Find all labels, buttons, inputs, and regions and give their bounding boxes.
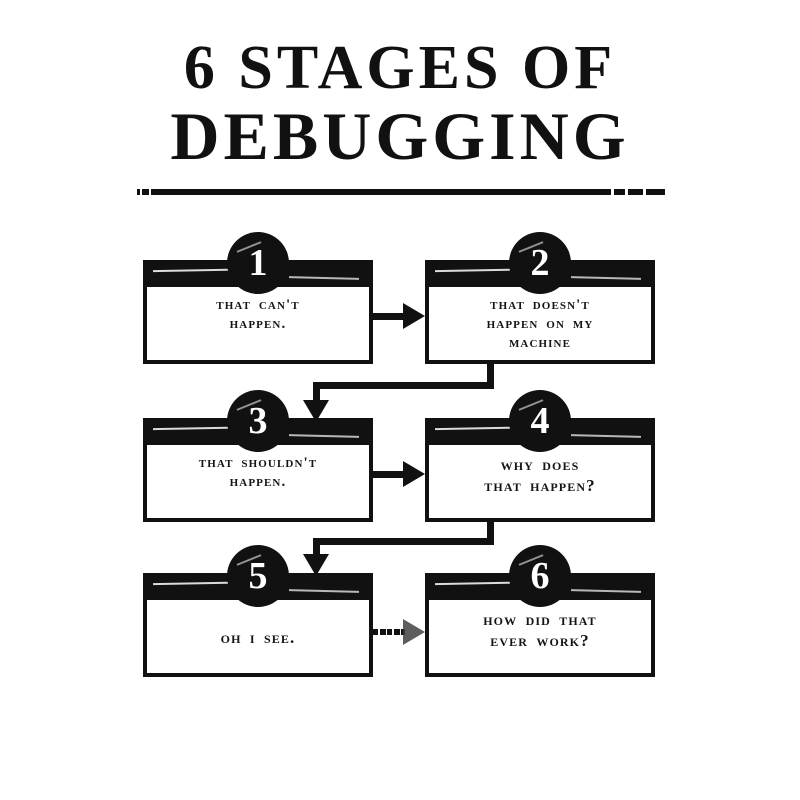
stage-node-6: 6 How did that ever work? [425, 545, 655, 677]
stage-node-5: 5 Oh I see. [143, 545, 373, 677]
stage-body-2: That doesn't happen on my machine [429, 290, 651, 360]
stage-number-5: 5 [248, 554, 268, 597]
stage-body-6: How did that ever work? [429, 603, 651, 673]
stage-caption-line: ever work? [490, 631, 590, 651]
stage-caption-line: How did that [483, 610, 597, 629]
stage-badge-1: 1 [227, 232, 289, 294]
stage-badge-2: 2 [509, 232, 571, 294]
arrowhead-down-icon [303, 400, 329, 422]
stage-caption-line: That can't [216, 297, 300, 313]
stage-node-3: 3 That shouldn't happen. [143, 390, 373, 522]
title-line-1: 6 STAGES OF [183, 34, 617, 102]
stage-node-1: 1 That can't happen. [143, 232, 373, 364]
stage-number-4: 4 [530, 399, 550, 442]
stage-caption-3: That shouldn't happen. [199, 454, 317, 492]
arrowhead-down-icon [303, 554, 329, 576]
stage-body-3: That shouldn't happen. [147, 448, 369, 518]
stage-badge-4: 4 [509, 390, 571, 452]
poster-title: 6 STAGES OF DEBUGGING [0, 34, 800, 174]
title-divider-rule [135, 189, 665, 195]
arrowhead-right-icon [403, 461, 425, 487]
stage-caption-line: happen on my [486, 315, 594, 332]
stage-caption-line: Why does [500, 455, 580, 474]
stage-badge-5: 5 [227, 545, 289, 607]
stage-caption-line: That shouldn't [198, 455, 318, 471]
connector-segment [487, 522, 494, 544]
connector-segment [313, 538, 320, 558]
stage-caption-line: happen. [229, 315, 287, 332]
connector-segment [313, 382, 320, 404]
connector-segment [313, 382, 494, 389]
stage-caption-line: that happen? [484, 476, 596, 496]
stage-caption-2: That doesn't happen on my machine [487, 296, 594, 353]
connector-segment [373, 313, 405, 320]
stage-number-2: 2 [530, 241, 550, 284]
stage-caption-6: How did that ever work? [483, 609, 597, 652]
stage-caption-line: machine [508, 334, 572, 351]
stage-caption-1: That can't happen. [216, 296, 299, 334]
connector-segment [373, 471, 405, 478]
stage-caption-line: Oh I see. [220, 628, 296, 648]
stage-badge-6: 6 [509, 545, 571, 607]
stage-caption-5: Oh I see. [221, 627, 296, 648]
connector-segment [313, 538, 494, 545]
stage-node-2: 2 That doesn't happen on my machine [425, 232, 655, 364]
stage-body-1: That can't happen. [147, 290, 369, 360]
stage-body-5: Oh I see. [147, 603, 369, 673]
title-line-2: DEBUGGING [170, 97, 630, 174]
stage-caption-line: happen. [229, 473, 287, 490]
stage-badge-3: 3 [227, 390, 289, 452]
stage-number-3: 3 [248, 399, 268, 442]
stage-caption-4: Why does that happen? [484, 454, 595, 497]
stage-number-1: 1 [248, 241, 268, 284]
stage-caption-line: That doesn't [490, 297, 590, 313]
stage-body-4: Why does that happen? [429, 448, 651, 518]
arrowhead-right-icon [403, 619, 425, 645]
connector-segment [373, 629, 405, 635]
connector-segment [487, 364, 494, 388]
arrowhead-right-icon [403, 303, 425, 329]
stage-node-4: 4 Why does that happen? [425, 390, 655, 522]
stage-number-6: 6 [530, 554, 550, 597]
